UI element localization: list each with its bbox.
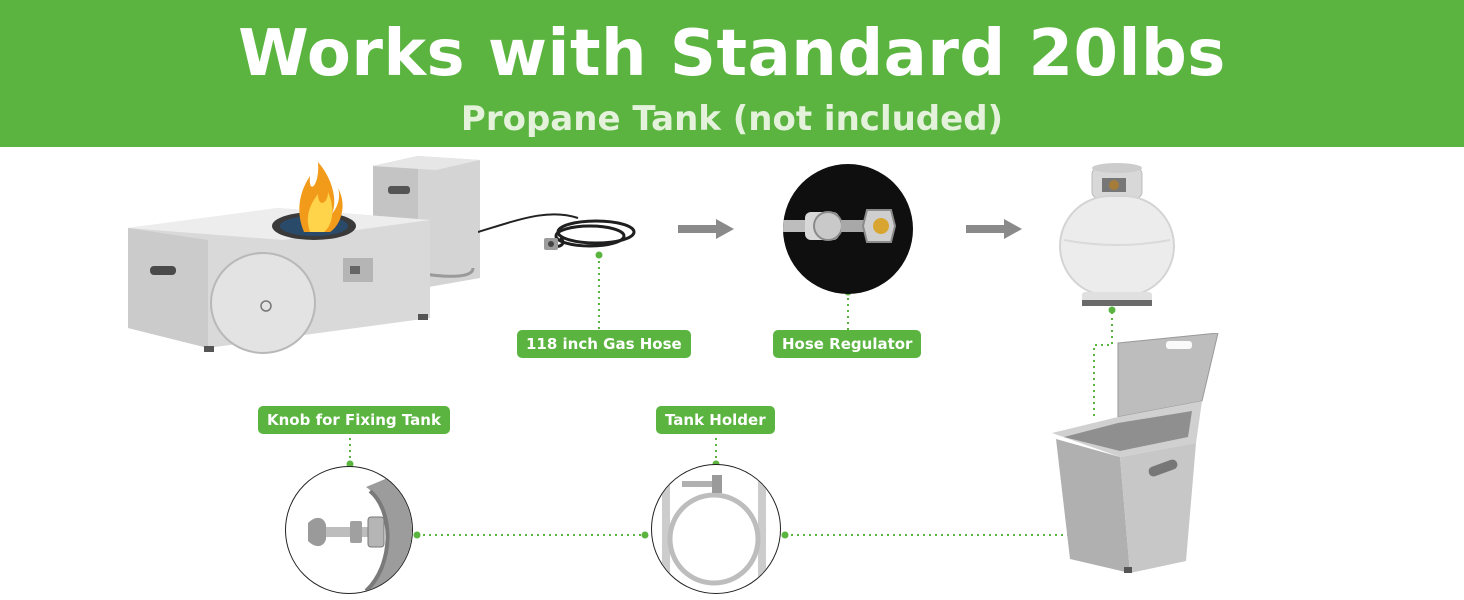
label-hose-regulator: Hose Regulator: [773, 330, 922, 358]
label-knob-fixing-tank: Knob for Fixing Tank: [258, 406, 450, 434]
banner-title: Works with Standard 20lbs: [238, 17, 1226, 91]
label-gas-hose: 118 inch Gas Hose: [517, 330, 691, 358]
tank-enclosure-box-image: [1052, 333, 1219, 573]
knob-closeup-image: [285, 466, 413, 594]
fire-pit-table-image: [128, 156, 480, 354]
propane-tank-image: [1059, 163, 1175, 306]
arrow-right-icon: [678, 219, 734, 239]
banner-subtitle: Propane Tank (not included): [460, 99, 1004, 139]
tank-holder-closeup-image: [651, 464, 781, 594]
label-tank-holder: Tank Holder: [656, 406, 775, 434]
arrow-right-icon: [966, 219, 1022, 239]
gas-hose-image: [478, 213, 636, 250]
header-banner: Works with Standard 20lbs Propane Tank (…: [0, 0, 1464, 147]
hose-regulator-image: [783, 164, 913, 294]
